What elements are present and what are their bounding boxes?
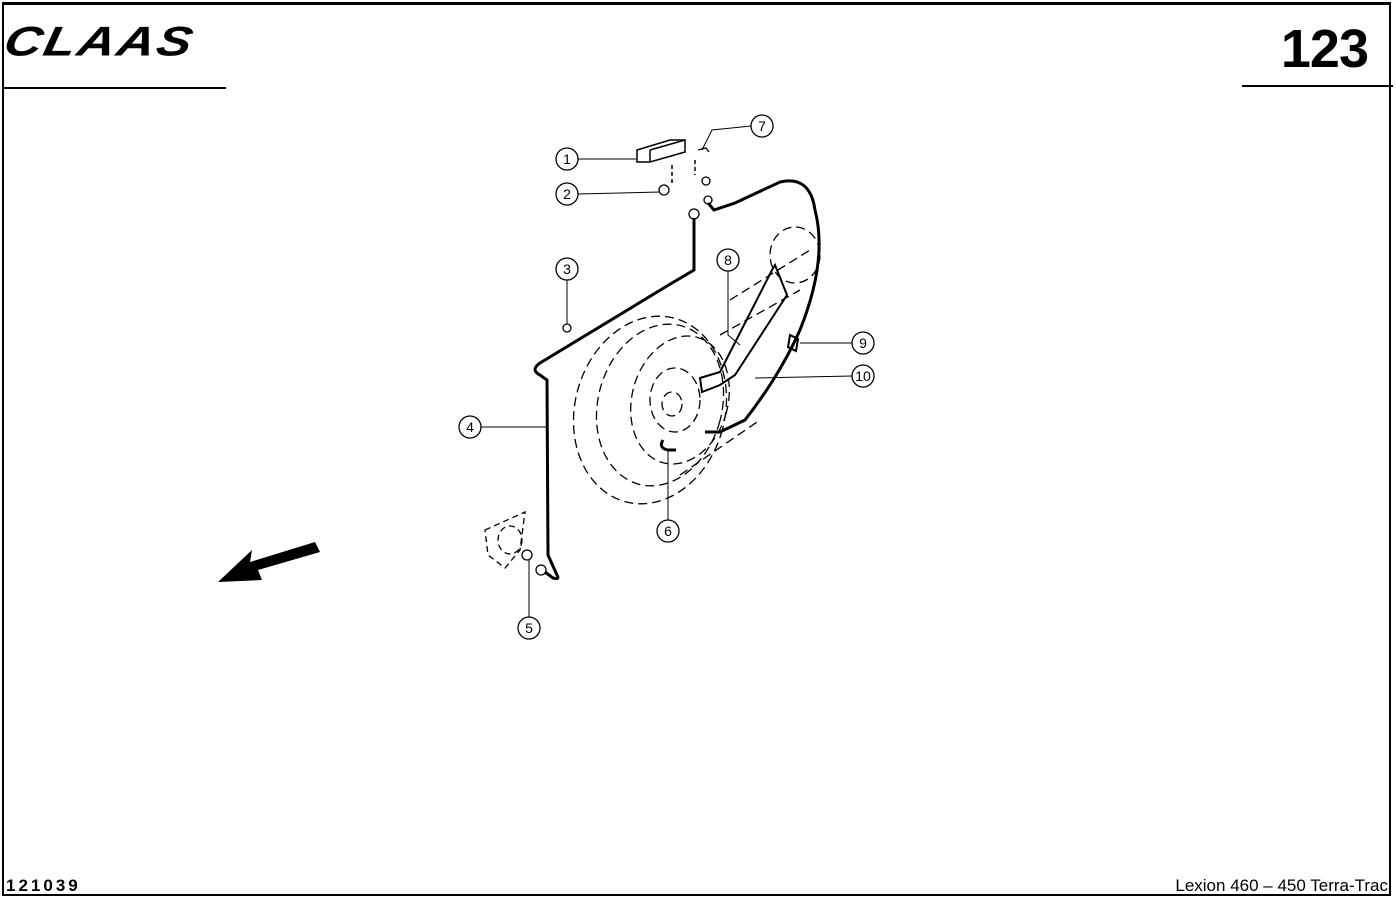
drawing-code: 121039 — [6, 876, 81, 895]
callout-10: 10 — [851, 364, 875, 388]
callout-label: 2 — [563, 186, 571, 202]
part-2-fitting — [658, 184, 670, 196]
header-rule-left — [2, 87, 226, 89]
callout-6: 6 — [656, 519, 680, 543]
part-3-clip — [562, 323, 572, 333]
fitting-nut — [688, 208, 700, 220]
part-7-screw — [697, 147, 710, 153]
part-10-pipe — [705, 179, 821, 434]
fitting-nut — [535, 564, 547, 576]
callout-label: 10 — [855, 368, 871, 384]
callout-5: 5 — [517, 616, 541, 640]
fitting-nut — [701, 176, 711, 186]
callout-4: 4 — [458, 415, 482, 439]
part-4-pipe — [533, 218, 696, 581]
callout-label: 5 — [525, 620, 533, 636]
fitting-nut — [703, 195, 713, 205]
callout-label: 3 — [563, 261, 571, 277]
header-rule-right — [1242, 85, 1393, 87]
callout-3: 3 — [555, 257, 579, 281]
direction-arrow — [218, 542, 320, 582]
page-number: 123 — [1280, 19, 1369, 79]
callout-1: 1 — [555, 147, 579, 171]
leader-lines — [481, 125, 853, 617]
callout-label: 9 — [859, 335, 867, 351]
part-1-block — [636, 139, 696, 185]
callout-label: 7 — [758, 118, 766, 134]
mount-plate — [484, 510, 526, 569]
callout-label: 8 — [724, 252, 732, 268]
callout-2: 2 — [555, 182, 579, 206]
part-5-fitting — [521, 549, 533, 561]
callout-label: 6 — [664, 523, 672, 539]
callout-label: 4 — [466, 419, 474, 435]
part-8-bracket — [698, 262, 789, 394]
callout-label: 1 — [563, 151, 571, 167]
callout-8: 8 — [716, 248, 740, 272]
callout-9: 9 — [851, 331, 875, 355]
model-name: Lexion 460 – 450 Terra-Trac — [1175, 876, 1388, 895]
callout-7: 7 — [750, 114, 774, 138]
part-6-fitting — [659, 439, 676, 452]
wheel-outline — [572, 226, 821, 505]
